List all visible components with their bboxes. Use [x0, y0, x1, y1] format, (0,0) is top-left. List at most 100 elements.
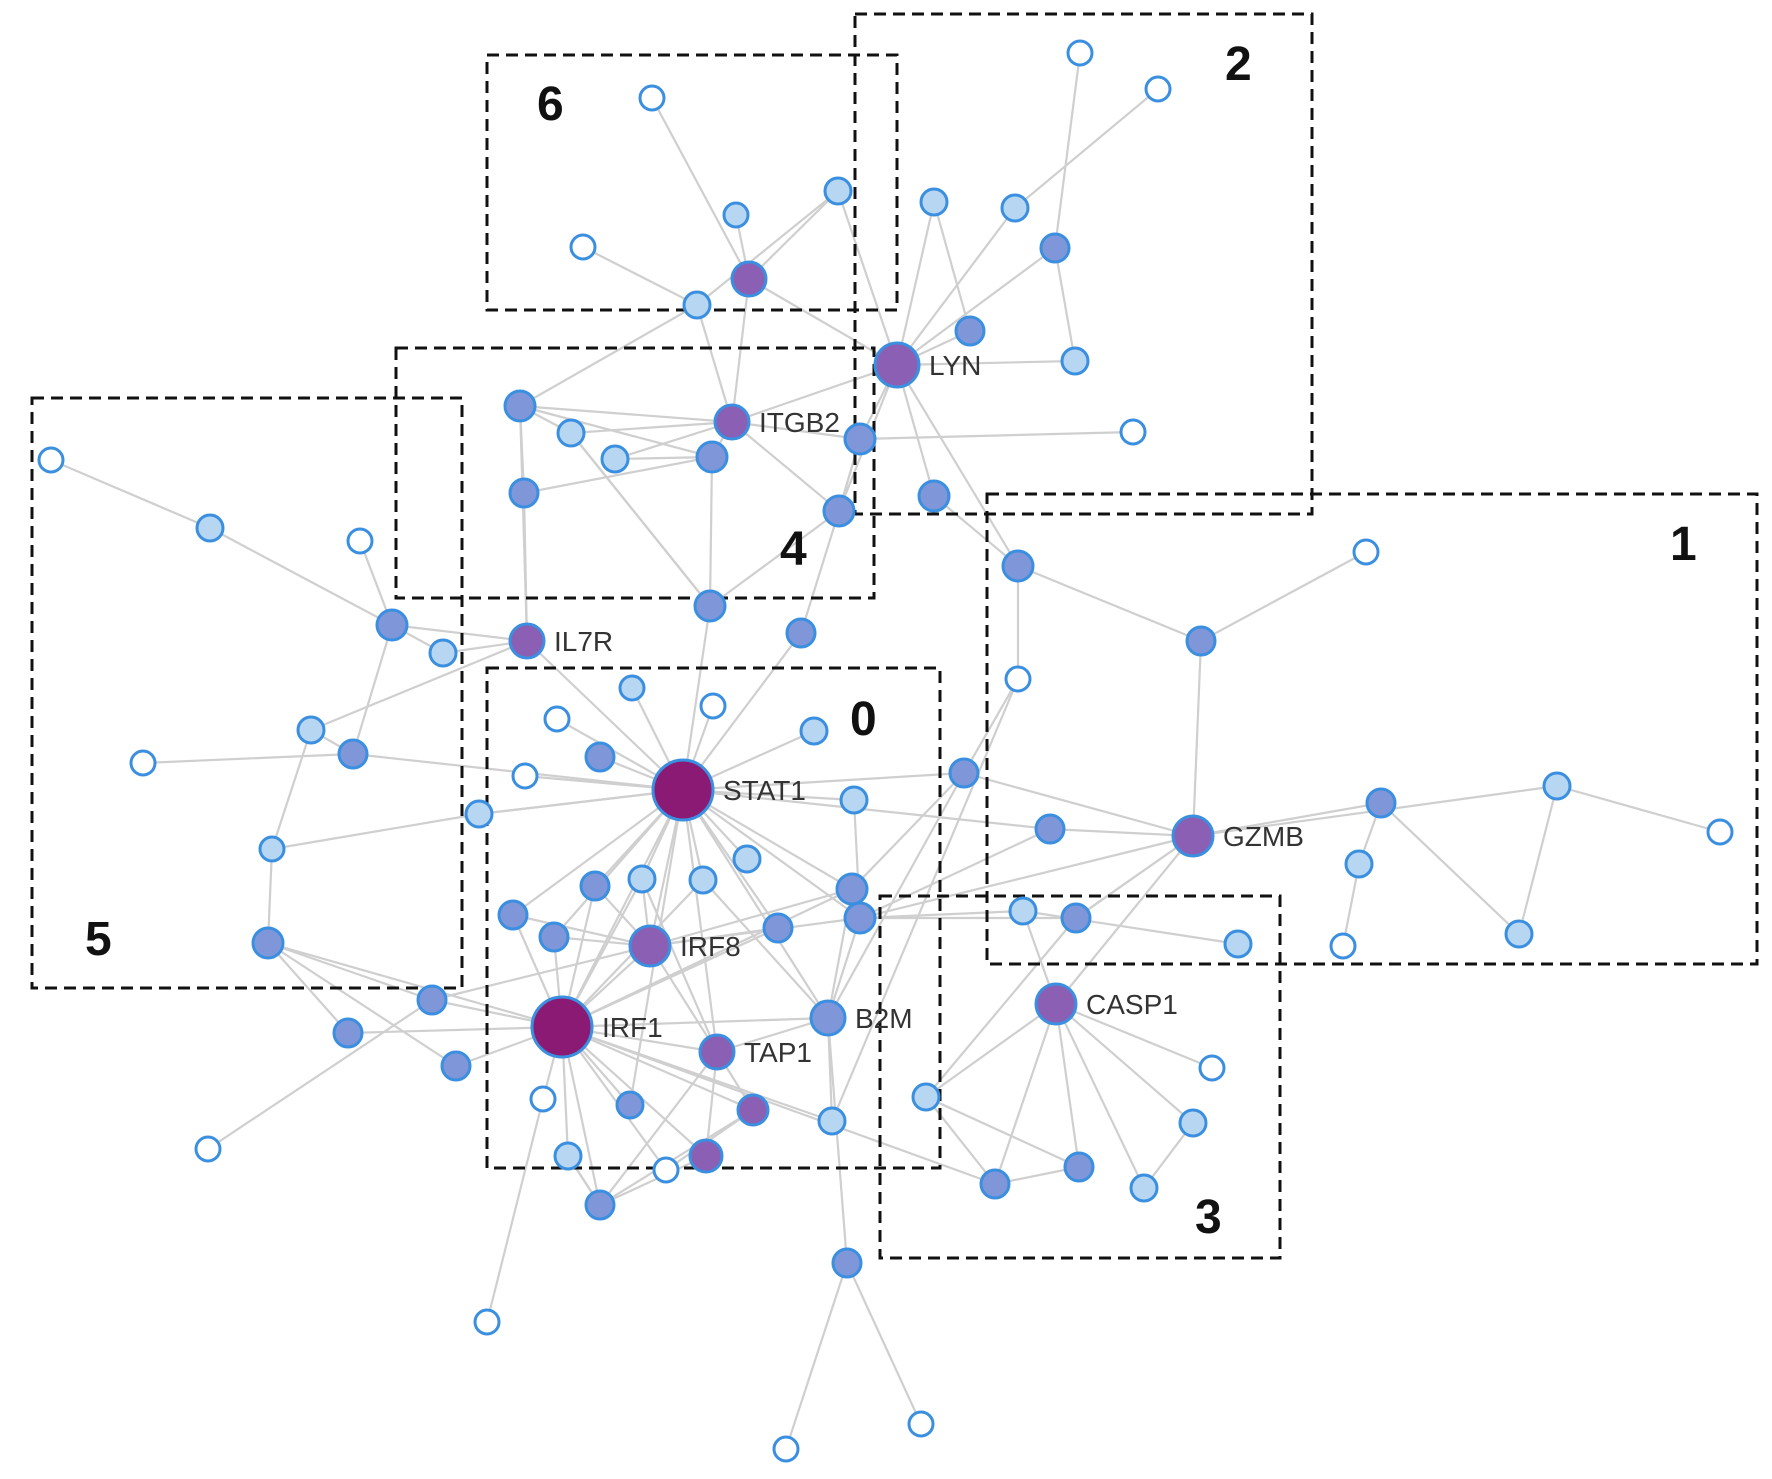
network-node — [695, 440, 729, 474]
network-edge — [730, 278, 751, 423]
network-node — [332, 1017, 364, 1049]
network-edge — [267, 942, 457, 1067]
node-il7r — [508, 622, 546, 660]
network-node — [258, 835, 286, 863]
network-node — [538, 921, 570, 953]
network-edge — [1049, 827, 1194, 838]
network-node — [1198, 1054, 1226, 1082]
network-edge — [1055, 835, 1194, 1005]
module-label-2: 2 — [1225, 38, 1252, 91]
node-tap1 — [698, 1033, 736, 1071]
network-node — [473, 1308, 501, 1336]
network-edge — [485, 1098, 545, 1323]
network-edge — [708, 456, 714, 607]
network-node — [1004, 665, 1032, 693]
network-edge — [1200, 551, 1367, 642]
network-node — [817, 1106, 847, 1136]
network-node — [979, 1168, 1011, 1200]
network-node — [556, 418, 586, 448]
network-edge — [519, 304, 698, 407]
network-node — [822, 494, 856, 528]
gene-label-gzmb: GZMB — [1223, 821, 1304, 852]
network-edge — [748, 278, 898, 366]
network-edge — [561, 1025, 996, 1186]
gene-label-lyn: LYN — [929, 350, 981, 381]
module-label-6: 6 — [537, 78, 564, 131]
network-node — [497, 899, 529, 931]
network-node — [615, 1090, 645, 1120]
module-boxes — [30, 12, 1759, 1260]
network-node — [1060, 346, 1090, 376]
network-node — [1144, 75, 1172, 103]
gene-label-casp1: CASP1 — [1086, 989, 1178, 1020]
module-box-2 — [853, 12, 1314, 516]
module-label-5: 5 — [85, 913, 112, 966]
network-edge — [1055, 1003, 1194, 1124]
network-edge — [1017, 564, 1202, 643]
network-node — [1178, 1108, 1208, 1138]
network-edge — [799, 510, 841, 634]
network-node — [543, 705, 571, 733]
network-node — [375, 608, 409, 642]
network-edge — [731, 420, 861, 441]
network-edge — [651, 97, 750, 280]
network-edge — [682, 632, 802, 791]
network-node — [762, 912, 794, 944]
node-irf8 — [628, 924, 672, 968]
network-edge — [50, 458, 211, 530]
network-node — [37, 446, 65, 474]
network-edge — [859, 430, 1134, 441]
gene-label-irf8: IRF8 — [680, 931, 741, 962]
network-edge — [1022, 909, 1239, 946]
network-edge — [846, 1262, 922, 1425]
network-edge — [523, 455, 713, 495]
network-edge — [522, 492, 529, 642]
network-edge — [682, 789, 853, 890]
module-label-1: 1 — [1670, 518, 1697, 571]
network-node — [1185, 625, 1217, 657]
network-node — [1119, 418, 1147, 446]
network-edge — [570, 432, 711, 607]
network-edge — [716, 1016, 829, 1054]
network-edge — [933, 495, 1019, 567]
network-node — [1039, 232, 1071, 264]
network-node — [693, 589, 727, 623]
network-node — [917, 479, 951, 513]
network-node — [1365, 787, 1397, 819]
network-edge — [925, 1096, 996, 1185]
network-node — [1504, 919, 1534, 949]
network-edge — [519, 404, 713, 459]
network-edge — [731, 421, 840, 512]
network-node — [251, 926, 285, 960]
network-edge — [478, 788, 684, 816]
network-node — [1008, 896, 1038, 926]
network-edge — [209, 527, 393, 626]
network-node — [503, 389, 537, 423]
network-edge — [1191, 640, 1203, 837]
network-node — [1223, 929, 1253, 959]
network-node — [785, 617, 817, 649]
network-edge — [582, 246, 698, 306]
network-edge — [702, 879, 829, 1019]
network-node — [682, 290, 712, 320]
network-edge — [614, 420, 733, 461]
network-node — [911, 1082, 941, 1112]
network-edge — [836, 190, 899, 366]
network-node — [440, 1050, 472, 1082]
network-node — [195, 513, 225, 543]
network-edge — [826, 1017, 849, 1264]
network-node — [529, 1085, 557, 1113]
network-node — [954, 315, 986, 347]
node-casp1 — [1034, 982, 1078, 1026]
network-edge — [391, 623, 528, 643]
network-edge — [1192, 801, 1382, 838]
module-label-0: 0 — [850, 693, 877, 746]
network-node — [907, 1410, 935, 1438]
network-node — [1329, 932, 1357, 960]
network-edge — [681, 789, 719, 1053]
network-node — [688, 1138, 724, 1174]
network-node — [835, 872, 869, 906]
module-box-6 — [485, 53, 899, 312]
network-node — [688, 865, 718, 895]
network-edge — [599, 1155, 707, 1206]
